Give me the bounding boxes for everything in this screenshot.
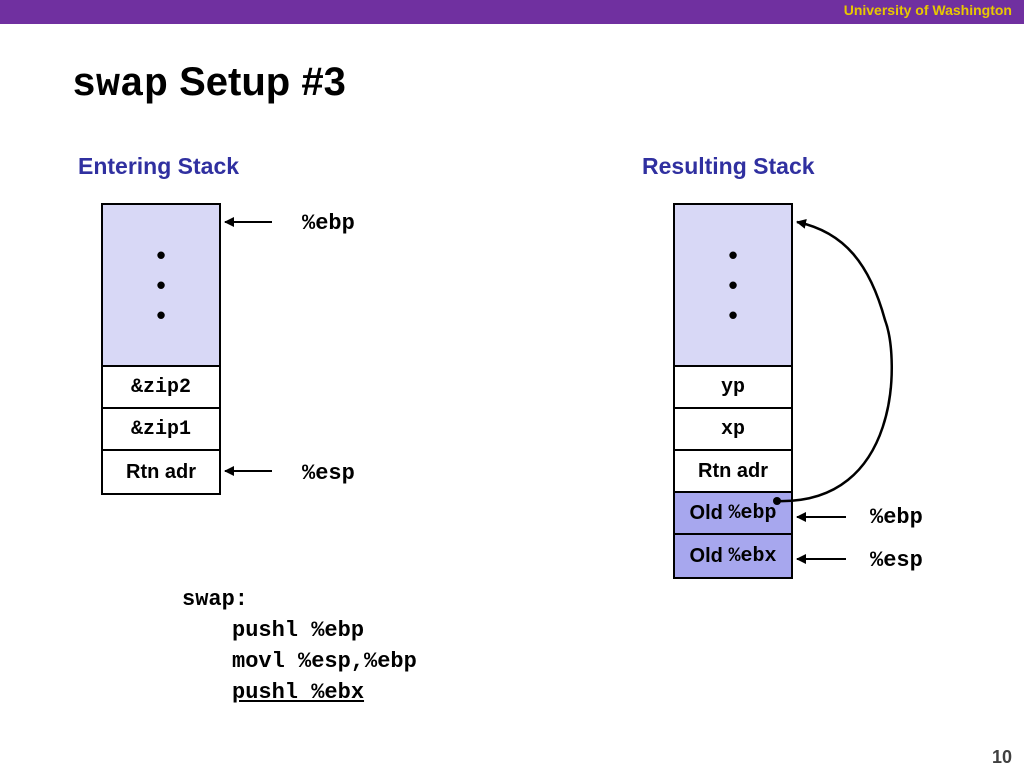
ellipsis-dot-icon: • — [728, 270, 738, 300]
ellipsis-dot-icon: • — [156, 240, 166, 270]
ellipsis-dot-icon: • — [728, 240, 738, 270]
stack-cell-yp: yp — [675, 367, 791, 409]
old-ebx-prefix: Old — [689, 544, 729, 567]
university-label: University of Washington — [843, 2, 1012, 18]
ellipsis-dot-icon: • — [728, 300, 738, 330]
stack-cell-zip1: &zip1 — [103, 409, 219, 451]
stack-ellipsis-cell: • • • — [675, 205, 791, 367]
title-text: Setup #3 — [168, 60, 346, 104]
stack-cell-old-ebp: Old %ebp — [675, 493, 791, 535]
resulting-stack-heading: Resulting Stack — [642, 153, 815, 179]
ellipsis-dot-icon: • — [156, 300, 166, 330]
resulting-stack: • • • yp xp Rtn adr Old %ebp Old %ebx — [673, 203, 793, 579]
left-ebp-label: %ebp — [302, 211, 355, 236]
slide-title: swap Setup #3 — [72, 60, 346, 108]
left-esp-label: %esp — [302, 461, 355, 486]
right-ebp-label: %ebp — [870, 505, 923, 530]
top-bar: University of Washington — [0, 0, 1024, 24]
code-label: swap: — [182, 587, 249, 612]
stack-ellipsis-cell: • • • — [103, 205, 219, 367]
code-line: pushl %ebp — [232, 618, 365, 643]
stack-cell-old-ebx: Old %ebx — [675, 535, 791, 577]
right-esp-label: %esp — [870, 548, 923, 573]
stack-cell-zip2: &zip2 — [103, 367, 219, 409]
stack-cell-xp: xp — [675, 409, 791, 451]
old-ebx-reg: %ebx — [728, 544, 777, 568]
stack-cell-rtn-adr: Rtn adr — [675, 451, 791, 493]
assembly-code: swap: pushl %ebp movl %esp,%ebp pushl %e… — [182, 584, 417, 708]
stack-cell-rtn-adr: Rtn adr — [103, 451, 219, 493]
page-number: 10 — [991, 747, 1012, 767]
old-ebp-reg: %ebp — [728, 501, 777, 525]
entering-stack: • • • &zip2 &zip1 Rtn adr — [101, 203, 221, 495]
title-code: swap — [72, 63, 169, 108]
code-line-current: pushl %ebx — [232, 680, 365, 705]
entering-stack-heading: Entering Stack — [78, 153, 240, 179]
old-ebp-prefix: Old — [689, 501, 729, 524]
code-line: movl %esp,%ebp — [232, 649, 417, 674]
saved-ebp-link-arrow-icon — [773, 218, 893, 505]
ellipsis-dot-icon: • — [156, 270, 166, 300]
